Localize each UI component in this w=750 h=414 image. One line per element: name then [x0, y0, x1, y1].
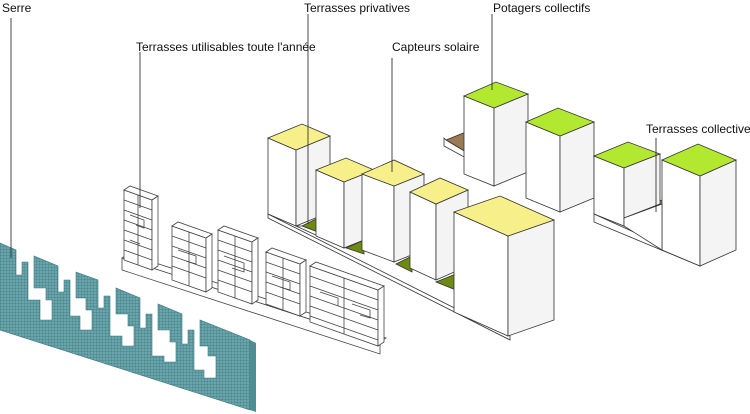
collective-block-1: [443, 81, 530, 187]
c1-tower-front: [463, 95, 495, 187]
tower-b-front: [315, 169, 345, 249]
collective-block-3: [592, 141, 738, 267]
terrasses-utilisables-layer: [121, 185, 387, 355]
c1-tower-roof: [462, 81, 530, 109]
c2-tower-roof: [524, 107, 596, 137]
label-capteurs-solaire: Capteurs solaire: [392, 40, 480, 54]
tower-c-front: [361, 173, 395, 263]
c2-tower-front: [525, 121, 561, 213]
tower-c-roof: [360, 159, 426, 187]
terrace-tower-2: [171, 221, 213, 293]
terrace-tower-3: [217, 225, 259, 305]
serre-layer: [0, 242, 256, 412]
label-terrasses-privatives: Terrasses privatives: [304, 1, 411, 15]
tower-d-roof: [409, 177, 470, 205]
c2-tower-side: [559, 121, 595, 213]
c3-right-side: [699, 159, 737, 267]
private-block: [266, 123, 556, 341]
c3-right-roof: [660, 143, 738, 177]
tower-a-front: [267, 137, 297, 227]
terrace-tower-4: [265, 247, 307, 317]
serre-panel-edge: [250, 340, 256, 412]
private-base-front: [267, 213, 511, 341]
tower-e-side: [507, 219, 555, 337]
label-terrasses-utilisables: Terrasses utilisables toute l'année: [136, 40, 316, 54]
terrace-tower-5: [309, 261, 385, 347]
c1-tower-side: [493, 93, 529, 187]
tower-d-front: [409, 191, 437, 281]
serre-mesh-panel: [0, 242, 251, 411]
c3-right-front: [661, 159, 701, 267]
collective-block-2: [524, 107, 596, 213]
tower-a-roof: [266, 123, 332, 151]
label-terrasses-collectives: Terrasses collectives: [646, 122, 750, 136]
label-potagers-collectifs: Potagers collectifs: [493, 1, 591, 15]
label-serre: Serre: [2, 1, 32, 15]
leader-lines: [10, 14, 657, 258]
c3-inner-wall: [623, 153, 661, 219]
terrace-tower-1: [123, 185, 159, 271]
tower-e-roof: [452, 195, 556, 237]
